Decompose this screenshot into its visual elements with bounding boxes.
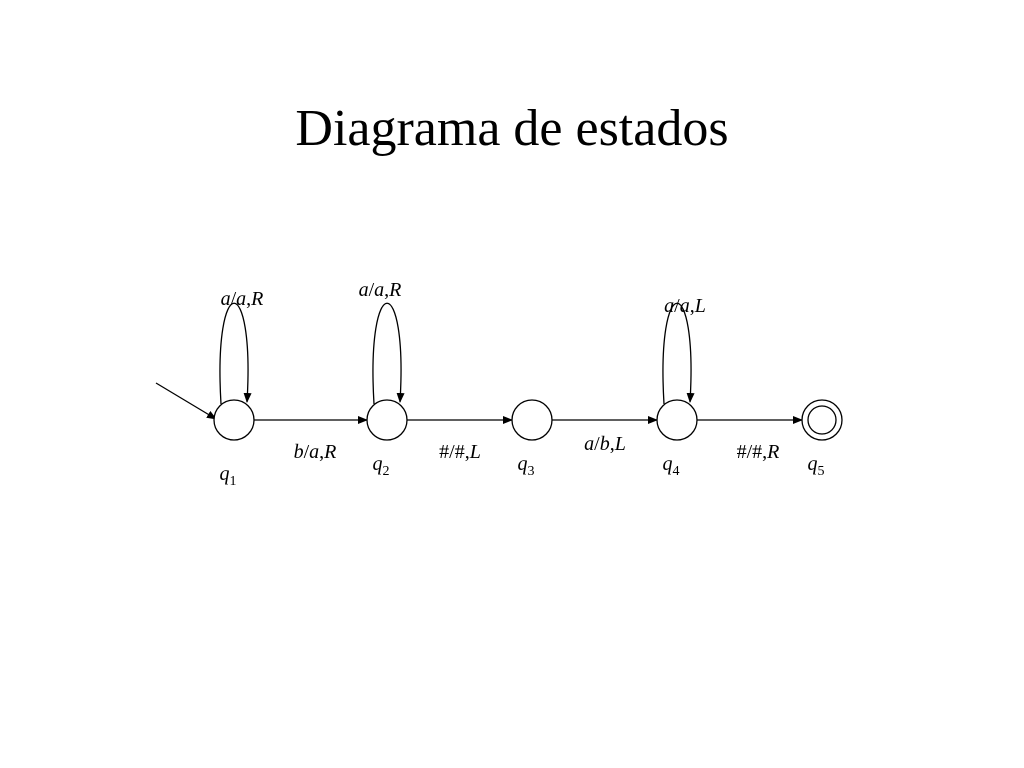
state-q4 [656, 399, 698, 441]
transition-label: a/a,R [359, 279, 402, 301]
page-title: Diagrama de estados [295, 100, 729, 157]
state-circle [366, 399, 408, 441]
transition-label: b/a,R [294, 441, 337, 463]
state-circle [213, 399, 255, 441]
state-q1 [213, 399, 255, 441]
self-loop-q1 [219, 302, 252, 405]
state-label: q3 [518, 453, 535, 479]
state-circle [656, 399, 698, 441]
state-label: q4 [663, 453, 680, 479]
state-q5 [801, 399, 843, 441]
transition-label: a/a,L [664, 295, 706, 317]
state-q2 [366, 399, 408, 441]
initial-arrow [155, 382, 217, 420]
self-loop-q2 [372, 302, 405, 405]
accepting-ring [807, 405, 837, 435]
state-q3 [511, 399, 553, 441]
transition-label: a/a,R [221, 288, 264, 310]
self-loop-q4 [662, 302, 695, 405]
state-label: q1 [220, 463, 237, 489]
transition-label: #/#,L [439, 441, 481, 463]
state-label: q5 [808, 453, 825, 479]
transition-label: a/b,L [584, 433, 626, 455]
state-label: q2 [373, 453, 390, 479]
state-circle [511, 399, 553, 441]
transition-label: #/#,R [737, 441, 780, 463]
